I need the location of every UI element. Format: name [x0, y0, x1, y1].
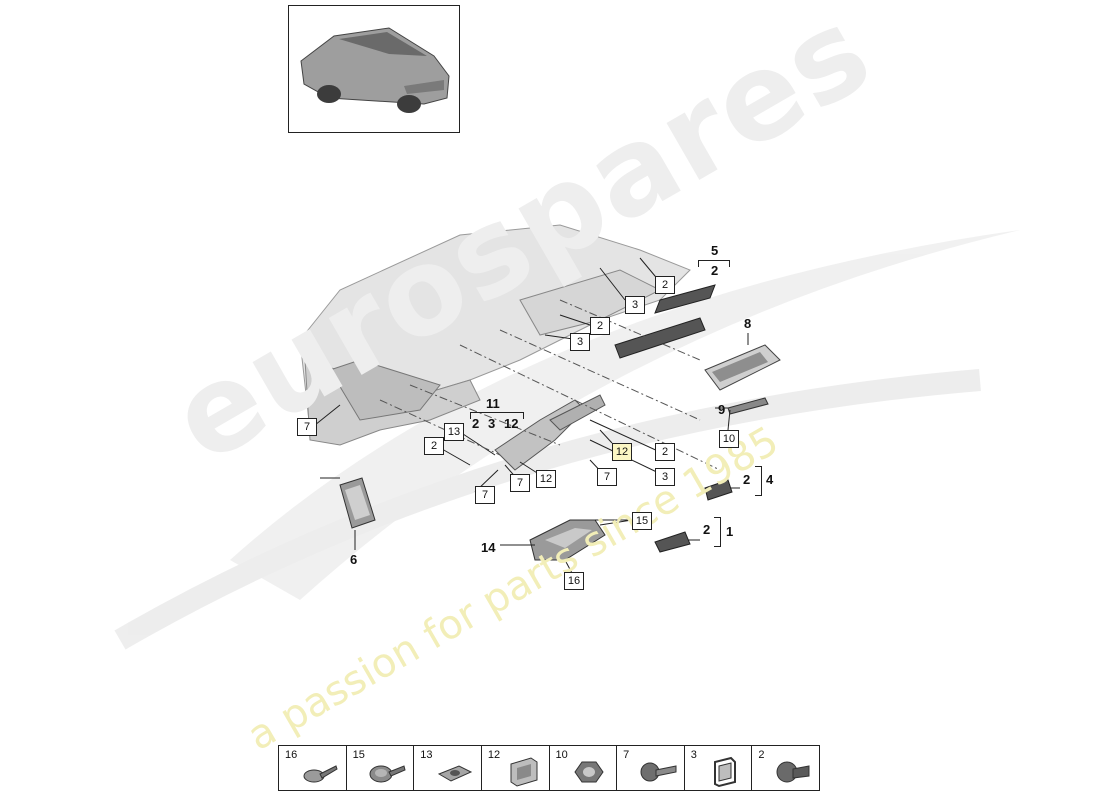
legend-number: 10	[555, 749, 568, 761]
clip-nut-icon	[437, 765, 473, 782]
screw-washer-icon	[369, 765, 406, 783]
box-label-3-top: 3	[625, 296, 645, 314]
callout-14: 14	[481, 540, 496, 555]
trim-strip-upper	[614, 284, 716, 359]
box-label-3-mid: 3	[570, 333, 590, 351]
legend-number: 2	[758, 749, 765, 761]
box-label-2-mid: 2	[590, 317, 610, 335]
box-label-2-top: 2	[655, 276, 675, 294]
box-label-15: 15	[632, 512, 652, 530]
spring-clip-icon	[510, 757, 537, 787]
legend-number: 12	[487, 749, 501, 761]
bracket-5	[698, 260, 730, 267]
legend-item-15[interactable]: 15	[347, 746, 415, 790]
callout-11-sub-2: 2	[472, 416, 480, 431]
cover-part-4	[704, 479, 733, 501]
callout-6: 6	[350, 552, 358, 567]
callout-11-sub-3: 3	[488, 416, 496, 431]
callout-8: 8	[744, 316, 752, 331]
cover-part-1	[654, 531, 691, 553]
legend-item-7[interactable]: 7	[617, 746, 685, 790]
legend-item-3[interactable]: 3	[685, 746, 753, 790]
callout-1: 1	[726, 524, 734, 539]
box-label-7-b: 7	[510, 474, 530, 492]
expanding-rivet-icon	[776, 761, 810, 783]
legend-number: 16	[285, 749, 298, 761]
storage-tray-part-14	[529, 519, 606, 561]
bracket-11	[470, 412, 524, 419]
box-label-7-a: 7	[475, 486, 495, 504]
fastener-legend: 16 15 13 12 10 7	[278, 745, 820, 791]
legend-number: 15	[352, 749, 365, 761]
box-label-2-left: 2	[424, 437, 444, 455]
callout-1-sub-2: 2	[703, 522, 711, 537]
bracket-4	[755, 466, 762, 496]
retaining-clip-icon	[714, 756, 737, 788]
box-label-16: 16	[564, 572, 584, 590]
box-label-13: 13	[444, 423, 464, 441]
legend-item-10[interactable]: 10	[550, 746, 618, 790]
panel-part-6	[339, 477, 376, 529]
legend-item-12[interactable]: 12	[482, 746, 550, 790]
box-label-7-c: 7	[597, 468, 617, 486]
box-label-12-highlighted: 12	[612, 443, 632, 461]
vehicle-thumbnail	[288, 5, 460, 133]
leader-lines	[314, 257, 749, 576]
box-label-10: 10	[719, 430, 739, 448]
car-suv-rear-view-icon	[300, 27, 450, 113]
hex-nut-icon	[574, 761, 604, 783]
legend-number: 7	[623, 749, 630, 761]
bracket-1	[714, 517, 721, 547]
air-vent-part-8	[704, 344, 781, 391]
legend-number: 13	[420, 749, 433, 761]
cross-member	[494, 394, 606, 471]
dashboard-assembly	[299, 224, 691, 446]
legend-item-16[interactable]: 16	[279, 746, 347, 790]
legend-item-13[interactable]: 13	[414, 746, 482, 790]
legend-number: 3	[690, 749, 697, 761]
callout-4: 4	[766, 472, 774, 487]
callout-11: 11	[486, 396, 500, 411]
guide-lines	[379, 299, 721, 471]
callout-9: 9	[718, 402, 726, 417]
box-label-2-right: 2	[655, 443, 675, 461]
callout-11-sub-12: 12	[504, 416, 519, 431]
box-label-12-b: 12	[536, 470, 556, 488]
screw-flange-icon	[303, 765, 338, 783]
callout-5-sub-2: 2	[711, 263, 719, 278]
callout-4-sub-2: 2	[743, 472, 751, 487]
box-label-3-right: 3	[655, 468, 675, 486]
box-label-7-left: 7	[297, 418, 317, 436]
legend-item-2[interactable]: 2	[752, 746, 819, 790]
bolt-icon	[640, 762, 677, 782]
callout-5: 5	[711, 243, 719, 258]
